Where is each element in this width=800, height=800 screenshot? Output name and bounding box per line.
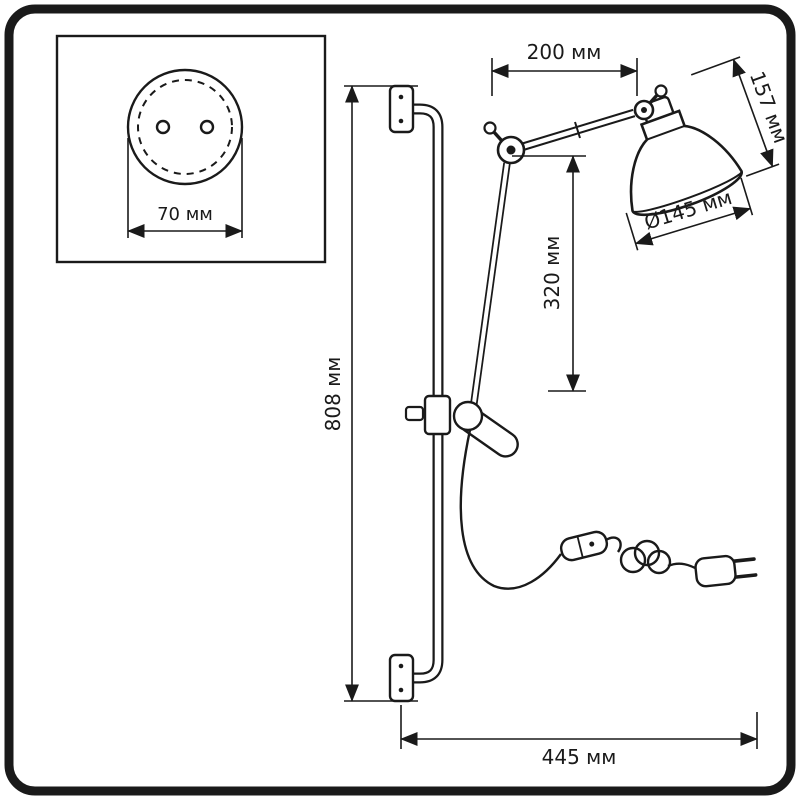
- wall-rail: [388, 84, 444, 703]
- dim-plate-diameter: [127, 138, 243, 239]
- power-cord: [459, 429, 562, 590]
- switch-divider: [576, 536, 584, 558]
- mount-plate-dashed: [137, 79, 233, 175]
- cord-coil-loop: [619, 546, 647, 574]
- wall-plate-bottom: [388, 653, 415, 703]
- inset-box: [55, 34, 327, 264]
- dim-line: [634, 206, 752, 246]
- plate-screw-icon: [398, 687, 404, 693]
- dim-total-width-label: 445 мм: [542, 745, 617, 769]
- switch-button-icon: [589, 541, 595, 547]
- plug-body: [694, 554, 737, 588]
- plate-screw-icon: [398, 94, 404, 100]
- cord-coil-loop: [646, 549, 672, 575]
- wall-plate-top: [388, 84, 415, 134]
- slider-thumbscrew: [404, 405, 425, 422]
- mount-hole-left: [155, 119, 171, 135]
- mount-hole-right: [199, 119, 215, 135]
- head-joint-group: [633, 84, 668, 121]
- slider-assembly: [404, 162, 519, 458]
- plate-screw-icon: [398, 663, 404, 669]
- mount-detail-inset: [55, 34, 327, 264]
- cord-coil-loop: [633, 539, 661, 567]
- dim-total-width: [400, 705, 758, 749]
- pivot-screw-knob: [483, 121, 497, 135]
- clamp-hub: [452, 400, 484, 432]
- dim-arm-length-label: 200 мм: [527, 40, 602, 64]
- cord-switch-exit: [605, 536, 622, 553]
- inline-switch: [559, 530, 609, 562]
- switch-body: [559, 530, 609, 562]
- dim-ext-line: [745, 163, 780, 177]
- dim-arm-length: [491, 58, 638, 96]
- dim-line: [732, 58, 774, 168]
- power-plug: [694, 554, 758, 588]
- shade-neck-line: [646, 124, 685, 141]
- dim-total-height-label: 808 мм: [321, 357, 345, 432]
- arm-hinge-mark: [574, 121, 581, 139]
- rail-tube-fill: [413, 105, 442, 682]
- dim-ext-line: [690, 56, 741, 76]
- dim-arm-drop-label: 320 мм: [540, 236, 564, 311]
- plate-screw-icon: [398, 118, 404, 124]
- head-bolt: [641, 107, 647, 113]
- dim-plate-diameter-label: 70 мм: [157, 204, 213, 225]
- drawing-frame: [4, 4, 796, 796]
- slider-collar: [423, 394, 452, 436]
- dim-arm-drop: [512, 155, 586, 392]
- pivot-bolt: [506, 145, 516, 155]
- support-rod-fill: [471, 162, 509, 411]
- head-screw-knob: [654, 84, 668, 98]
- mount-plate-outline: [126, 68, 244, 186]
